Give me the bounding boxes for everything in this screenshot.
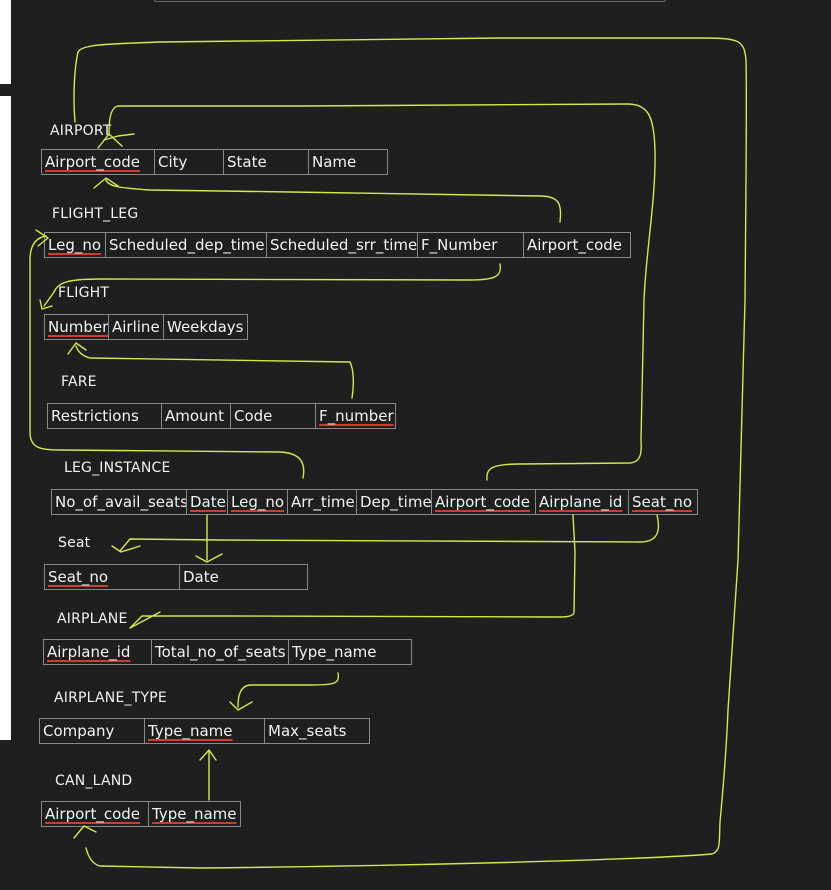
column-scheduled-srr-time: Scheduled_srr_time [266,232,418,258]
column-airplane-id: Airplane_id [535,489,629,515]
table-airplane: Airplane_id Total_no_of_seats Type_name [43,639,412,665]
column-airport-code: Airport_code [431,489,536,515]
table-flight-leg: Leg_no Scheduled_dep_time Scheduled_srr_… [44,232,631,258]
column-type-name: Type_name [148,801,241,827]
table-name-leg-instance: LEG_INSTANCE [64,460,171,476]
column-leg-no: Leg_no [227,489,288,515]
column-state: State [223,149,309,175]
arrow-leg-instance-seat-no-to-seat [111,514,660,553]
column-date: Date [186,489,228,515]
column-number: Number [44,314,109,340]
arrow-can-land-type-name-to-airplane-type [199,749,217,801]
column-seat-no: Seat_no [628,489,698,515]
table-airplane-type: Company Type_name Max_seats [39,718,370,744]
column-restrictions: Restrictions [47,403,162,429]
table-name-flight: FLIGHT [58,285,110,301]
column-airport-code: Airport_code [41,149,155,175]
column-airline: Airline [108,314,164,340]
column-no-of-avail-seats: No_of_avail_seats [51,489,187,515]
arrow-airplane-type-name-to-airplane-type [229,672,340,711]
column-date: Date [179,564,308,590]
column-name: Name [308,149,388,175]
column-airport-code: Airport_code [41,801,149,827]
column-seat-no: Seat_no [44,564,180,590]
column-leg-no: Leg_no [44,232,106,258]
column-weekdays: Weekdays [163,314,248,340]
table-flight: Number Airline Weekdays [44,314,248,340]
column-f-number: F_Number [417,232,524,258]
top-frame [153,0,667,2]
column-f-number: F_number [315,403,396,429]
column-city: City [154,149,224,175]
column-max-seats: Max_seats [264,718,370,744]
left-panel-edge [0,96,11,740]
column-scheduled-dep-time: Scheduled_dep_time [105,232,267,258]
table-name-flight-leg: FLIGHT_LEG [52,206,139,222]
panel-divider [0,84,11,96]
table-fare: Restrictions Amount Code F_number [47,403,396,429]
arrow-leg-instance-date-to-seat [195,514,223,563]
table-name-airplane: AIRPLANE [57,611,128,627]
column-company: Company [39,718,145,744]
table-airport: Airport_code City State Name [41,149,388,175]
column-airplane-id: Airplane_id [43,639,152,665]
arrow-leg-instance-leg-no-to-flight-leg [29,229,305,479]
table-seat: Seat_no Date [44,564,308,590]
arrow-flight-leg-airport-code-to-airport [93,177,562,223]
table-name-airplane-type: AIRPLANE_TYPE [54,690,167,706]
column-type-name: Type_name [288,639,412,665]
table-leg-instance: No_of_avail_seats Date Leg_no Arr_time D… [51,489,698,515]
left-panel-edge [0,0,11,84]
arrow-fare-f-number-to-flight [67,342,355,399]
column-type-name: Type_name [144,718,265,744]
column-code: Code [230,403,316,429]
table-name-can-land: CAN_LAND [55,773,133,789]
column-amount: Amount [161,403,231,429]
column-airport-code: Airport_code [523,232,631,258]
table-name-fare: FARE [61,374,97,390]
table-can-land: Airport_code Type_name [41,801,241,827]
table-name-seat: Seat [58,535,91,551]
column-dep-time: Dep_time [356,489,432,515]
column-total-no-of-seats: Total_no_of_seats [151,639,289,665]
table-name-airport: AIRPORT [50,123,112,139]
column-arr-time: Arr_time [287,489,357,515]
